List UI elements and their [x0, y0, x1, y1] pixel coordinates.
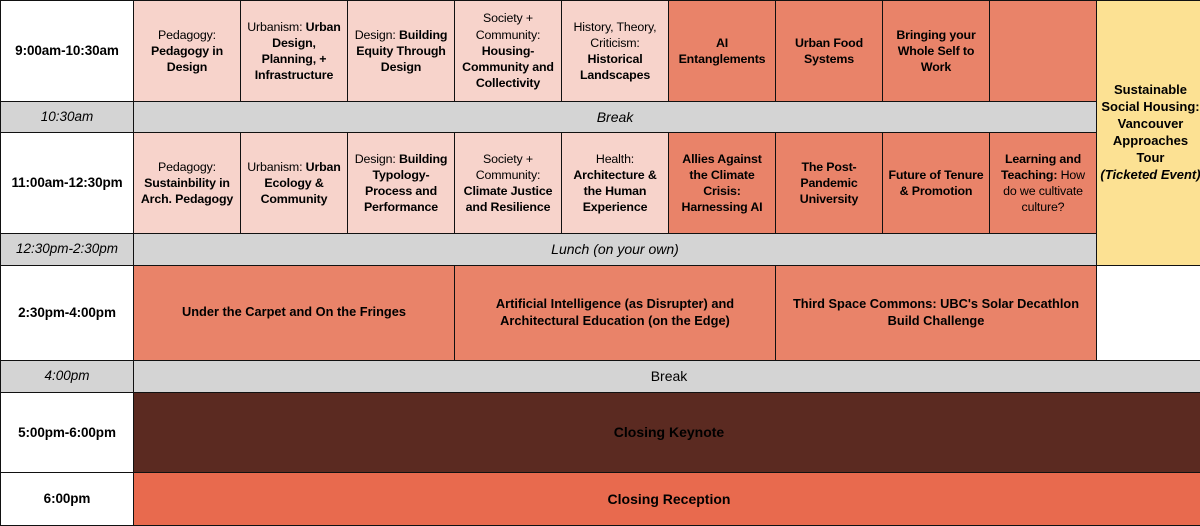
- session-cell[interactable]: Pedagogy: Pedagogy in Design: [133, 0, 241, 102]
- session-track: Health:: [595, 151, 635, 166]
- session-banner[interactable]: Third Space Commons: UBC's Solar Decathl…: [775, 264, 1097, 361]
- session-title: Sustainbility in Arch. Pedagogy: [140, 176, 234, 207]
- session-track: Pedagogy:: [158, 27, 216, 42]
- session-cell[interactable]: Urbanism: Urban Design, Planning, + Infr…: [240, 0, 348, 102]
- schedule-row-keynote: 5:00pm-6:00pm Closing Keynote: [0, 391, 1200, 474]
- session-cell[interactable]: Society + Community: Housing-Community a…: [454, 0, 562, 102]
- time-label-break-morning: 10:30am: [0, 100, 134, 134]
- session-track: Learning and Teaching:: [1001, 151, 1081, 182]
- session-track: Design:: [354, 151, 396, 166]
- keynote-cell[interactable]: Closing Keynote: [133, 391, 1200, 474]
- session-track: Urbanism:: [247, 19, 303, 34]
- session-cell[interactable]: Health: Architecture & the Human Experie…: [561, 132, 669, 234]
- session-cell[interactable]: Design: Building Typology-Process and Pe…: [347, 132, 455, 234]
- time-label-break-afternoon: 4:00pm: [0, 359, 134, 393]
- schedule-row-lunch: 12:30pm-2:30pm Lunch (on your own): [0, 232, 1200, 266]
- session-title: Bringing your Whole Self to Work: [896, 27, 976, 74]
- schedule-row-break-morning: 10:30am Break: [0, 100, 1200, 134]
- session-cell[interactable]: The Post-Pandemic University: [775, 132, 883, 234]
- session-title: Allies Against the Climate Crisis: Harne…: [681, 151, 763, 215]
- session-cell[interactable]: History, Theory, Criticism: Historical L…: [561, 0, 669, 102]
- session-title: The Post-Pandemic University: [799, 159, 859, 207]
- session-cell[interactable]: Urbanism: Urban Ecology & Community: [240, 132, 348, 234]
- session-cell-empty: [989, 0, 1097, 102]
- session-title: Historical Landscapes: [579, 51, 651, 82]
- session-cell[interactable]: Allies Against the Climate Crisis: Harne…: [668, 132, 776, 234]
- session-title: Pedagogy in Design: [150, 43, 224, 74]
- lunch-cell: Lunch (on your own): [133, 232, 1097, 266]
- session-title: Urban Design, Planning, + Infrastructure: [254, 19, 341, 82]
- session-title: Housing-Community and Collectivity: [462, 43, 554, 90]
- session-cell[interactable]: Society + Community: Climate Justice and…: [454, 132, 562, 234]
- session-cell[interactable]: Design: Building Equity Through Design: [347, 0, 455, 102]
- schedule-row-late-morning: 11:00am-12:30pm Pedagogy: Sustainbility …: [0, 132, 1200, 234]
- session-track: Society + Community:: [475, 11, 541, 42]
- time-label-afternoon: 2:30pm-4:00pm: [0, 264, 134, 361]
- schedule-row-break-afternoon: 4:00pm Break: [0, 359, 1200, 393]
- session-track: Urbanism:: [247, 159, 303, 174]
- session-title-suffix: How do we cultivate culture?: [1003, 167, 1085, 215]
- session-banner[interactable]: Artificial Intelligence (as Disrupter) a…: [454, 264, 776, 361]
- session-title: Architecture & the Human Experience: [573, 167, 657, 215]
- time-label-keynote: 5:00pm-6:00pm: [0, 391, 134, 474]
- session-title: Building Typology-Process and Performanc…: [363, 151, 448, 215]
- tour-title: Sustainable Social Housing: Vancouver Ap…: [1101, 82, 1200, 165]
- time-label-late-morning: 11:00am-12:30pm: [0, 132, 134, 234]
- session-title: Building Equity Through Design: [356, 27, 448, 74]
- time-label-reception: 6:00pm: [0, 472, 134, 526]
- session-title: Future of Tenure & Promotion: [888, 167, 984, 199]
- session-title: AI Entanglements: [678, 35, 766, 66]
- session-title: Urban Food Systems: [794, 35, 864, 66]
- session-title: Urban Ecology & Community: [260, 159, 341, 207]
- session-banner[interactable]: Under the Carpet and On the Fringes: [133, 264, 455, 361]
- session-cell[interactable]: Urban Food Systems: [775, 0, 883, 102]
- session-cell[interactable]: AI Entanglements: [668, 0, 776, 102]
- time-label-lunch: 12:30pm-2:30pm: [0, 232, 134, 266]
- empty-cell: [1096, 264, 1200, 361]
- session-track: History, Theory, Criticism:: [573, 19, 657, 50]
- schedule-row-morning: 9:00am-10:30am Pedagogy: Pedagogy in Des…: [0, 0, 1200, 266]
- session-cell[interactable]: Future of Tenure & Promotion: [882, 132, 990, 234]
- session-track: Pedagogy:: [158, 159, 216, 174]
- time-label-morning: 9:00am-10:30am: [0, 0, 134, 102]
- break-cell: Break: [133, 100, 1097, 134]
- session-track: Design:: [354, 27, 396, 42]
- session-title: Climate Justice and Resilience: [463, 184, 553, 215]
- session-cell[interactable]: Learning and Teaching: How do we cultiva…: [989, 132, 1097, 234]
- reception-cell[interactable]: Closing Reception: [133, 472, 1200, 526]
- tour-ticket-note: (Ticketed Event): [1100, 166, 1200, 182]
- session-cell[interactable]: Bringing your Whole Self to Work: [882, 0, 990, 102]
- tour-cell[interactable]: Sustainable Social Housing: Vancouver Ap…: [1096, 0, 1200, 266]
- break-cell: Break: [133, 359, 1200, 393]
- schedule-row-reception: 6:00pm Closing Reception: [0, 472, 1200, 526]
- schedule-row-afternoon: 2:30pm-4:00pm Under the Carpet and On th…: [0, 264, 1200, 361]
- session-cell[interactable]: Pedagogy: Sustainbility in Arch. Pedagog…: [133, 132, 241, 234]
- session-track: Society + Community:: [475, 151, 541, 182]
